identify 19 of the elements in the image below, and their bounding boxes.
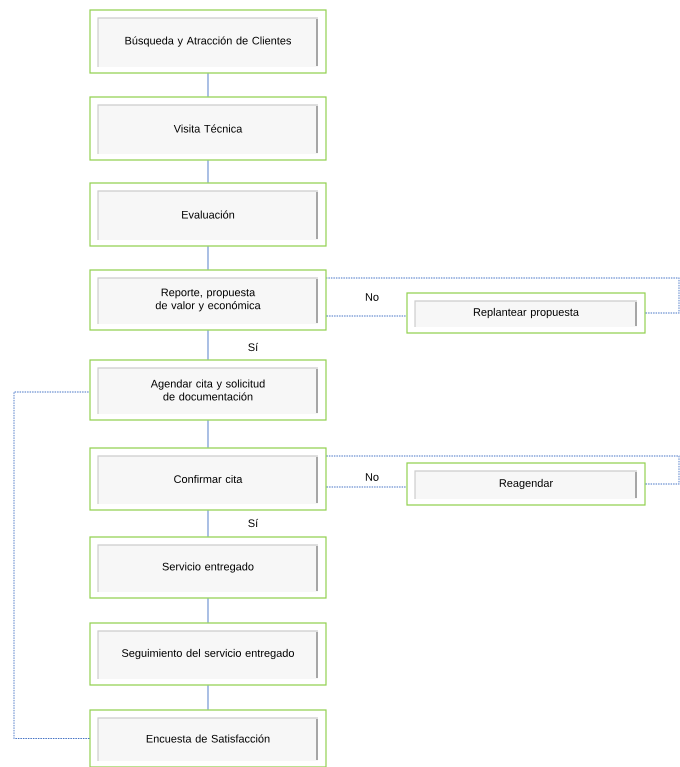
process-box: Reagendar	[406, 462, 646, 506]
process-box: Reporte, propuesta de valor y económica	[89, 269, 327, 331]
process-box: Seguimiento del servicio entregado	[89, 622, 327, 686]
edge-label: Sí	[246, 342, 260, 352]
process-box: Evaluación	[89, 182, 327, 247]
process-box: Replantear propuesta	[406, 292, 646, 334]
connector	[326, 456, 680, 484]
edge-label: No	[364, 292, 380, 302]
process-box: Agendar cita y solicitud de documentación	[89, 359, 327, 421]
process-box: Visita Técnica	[89, 96, 327, 161]
connector	[326, 486, 407, 488]
process-box: Búsqueda y Atracción de Clientes	[89, 9, 327, 74]
connector	[14, 392, 90, 739]
connector	[326, 278, 680, 314]
process-box: Confirmar cita	[89, 447, 327, 511]
process-box: Encuesta de Satisfacción	[89, 709, 327, 767]
edge-label: No	[364, 472, 380, 482]
edge-label: Sí	[246, 518, 260, 528]
process-box: Servicio entregado	[89, 536, 327, 599]
